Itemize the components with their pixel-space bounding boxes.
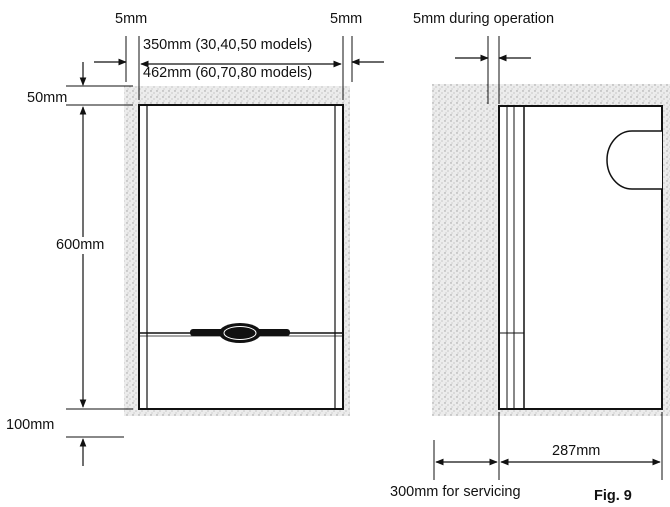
label-left-side-clearance: 5mm	[115, 11, 148, 27]
label-operation-clearance: 5mm during operation	[413, 11, 555, 27]
label-height: 600mm	[54, 237, 107, 254]
label-servicing-clearance: 300mm for servicing	[390, 484, 521, 500]
figure-label: Fig. 9	[594, 488, 632, 504]
label-right-side-clearance: 5mm	[330, 11, 363, 27]
flue-outlet	[606, 130, 662, 190]
label-bottom-clearance: 100mm	[6, 417, 55, 433]
label-width-small-models: 350mm (30,40,50 models)	[143, 37, 313, 53]
label-top-clearance: 50mm	[27, 90, 68, 106]
boiler-front-casing	[138, 104, 344, 410]
front-view	[66, 36, 384, 466]
label-width-large-models: 462mm (60,70,80 models)	[143, 65, 313, 81]
side-view	[432, 36, 670, 480]
label-depth: 287mm	[552, 443, 601, 459]
baxi-logo	[190, 323, 290, 343]
